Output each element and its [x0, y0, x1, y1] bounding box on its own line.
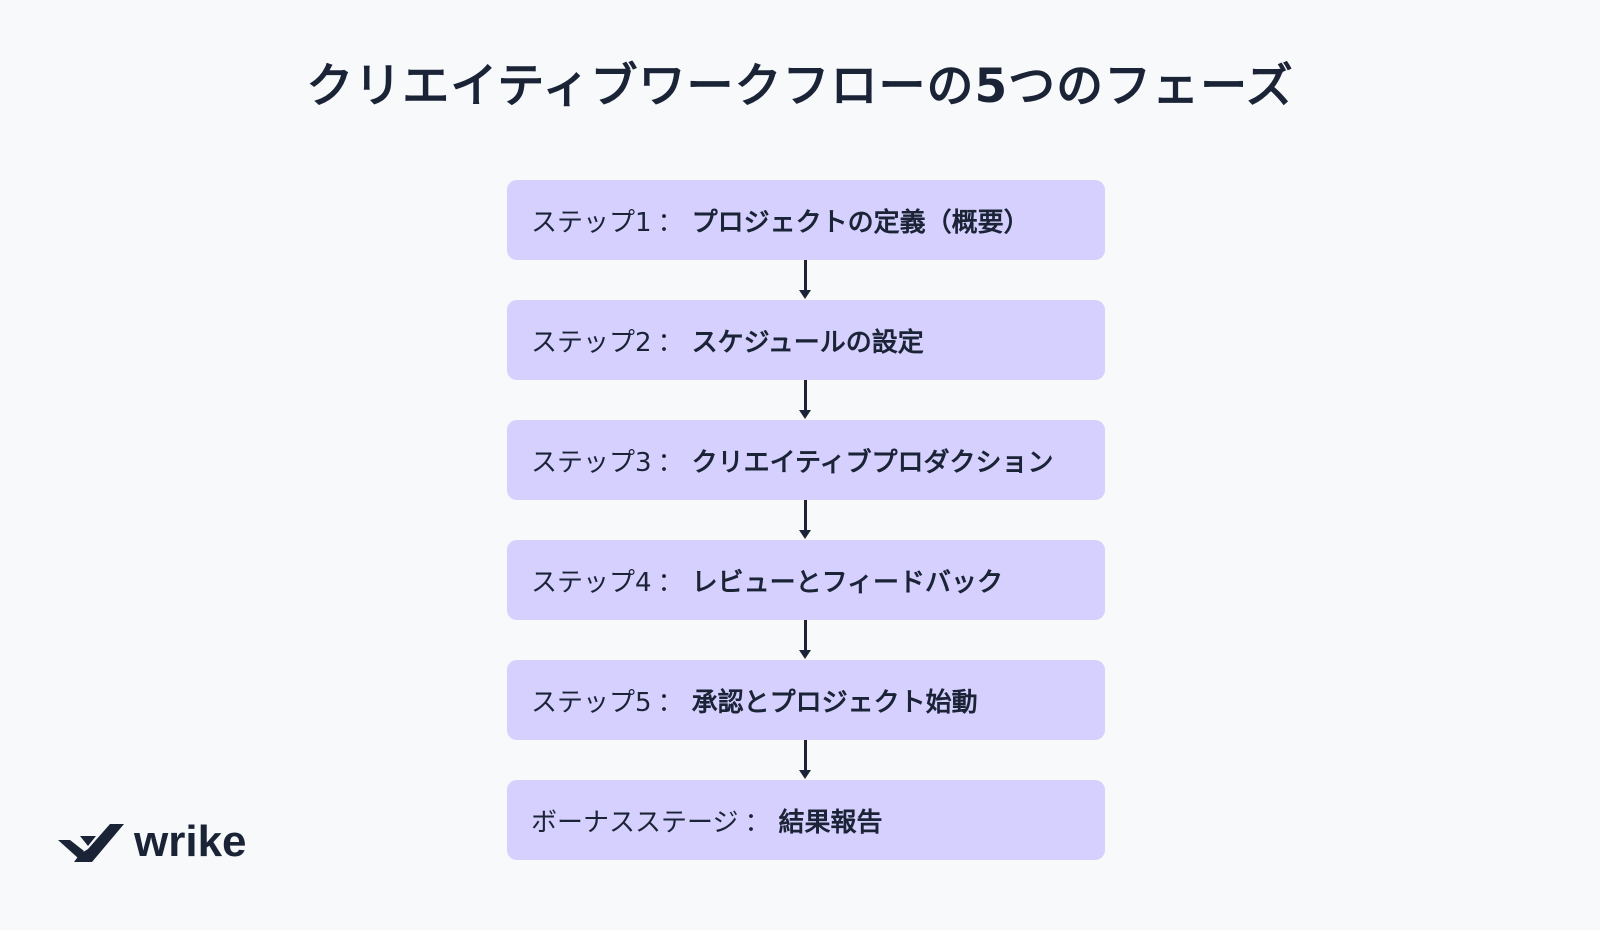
down-arrow-icon: [507, 740, 1105, 780]
step-prefix: ステップ3: [531, 447, 652, 478]
step-box-1: ステップ1：プロジェクトの定義（概要）: [507, 180, 1105, 260]
logo-wordmark: wrike: [134, 817, 247, 866]
step-label: 結果報告: [778, 807, 883, 838]
down-arrow-icon: [507, 260, 1105, 300]
step-label: 承認とプロジェクト始動: [691, 687, 978, 718]
step-separator: ：: [657, 207, 684, 238]
step-label: スケジュールの設定: [691, 327, 924, 358]
step-label: レビューとフィードバック: [691, 567, 1004, 598]
workflow-diagram: ステップ1：プロジェクトの定義（概要） ステップ2：スケジュールの設定 ステップ…: [507, 180, 1105, 860]
step-box-2: ステップ2：スケジュールの設定: [507, 300, 1105, 380]
step-label: プロジェクトの定義（概要）: [691, 207, 1030, 238]
down-arrow-icon: [507, 620, 1105, 660]
step-prefix: ステップ5: [531, 687, 652, 718]
step-prefix: ボーナスステージ: [531, 807, 739, 838]
step-box-bonus: ボーナスステージ：結果報告: [507, 780, 1105, 860]
step-prefix: ステップ4: [531, 567, 652, 598]
step-separator: ：: [657, 687, 684, 718]
step-separator: ：: [657, 447, 684, 478]
step-prefix: ステップ2: [531, 327, 652, 358]
step-box-4: ステップ4：レビューとフィードバック: [507, 540, 1105, 620]
page-title: クリエイティブワークフローの5つのフェーズ: [306, 59, 1294, 114]
wrike-logo: wrike: [58, 818, 247, 866]
down-arrow-icon: [507, 380, 1105, 420]
step-prefix: ステップ1: [531, 207, 652, 238]
down-arrow-icon: [507, 500, 1105, 540]
step-separator: ：: [744, 807, 771, 838]
step-box-5: ステップ5：承認とプロジェクト始動: [507, 660, 1105, 740]
step-separator: ：: [657, 327, 684, 358]
step-box-3: ステップ3：クリエイティブプロダクション: [507, 420, 1105, 500]
step-label: クリエイティブプロダクション: [691, 447, 1054, 478]
wrike-check-icon: [58, 824, 124, 862]
step-separator: ：: [657, 567, 684, 598]
